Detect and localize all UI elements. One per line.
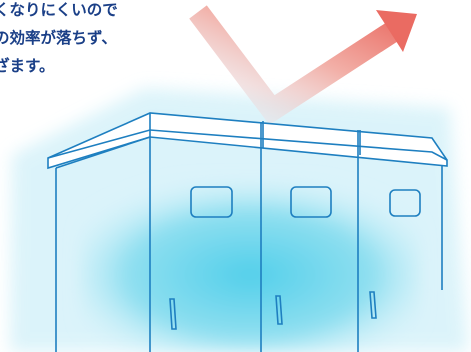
caption-line-1: くなりにくいので [0, 1, 118, 19]
caption-line-2: の効率が落ちず、 [0, 29, 117, 47]
upward-arrow-icon [189, 5, 417, 125]
caption-line-3: ざます。 [0, 57, 55, 75]
cabinet [47, 112, 448, 352]
